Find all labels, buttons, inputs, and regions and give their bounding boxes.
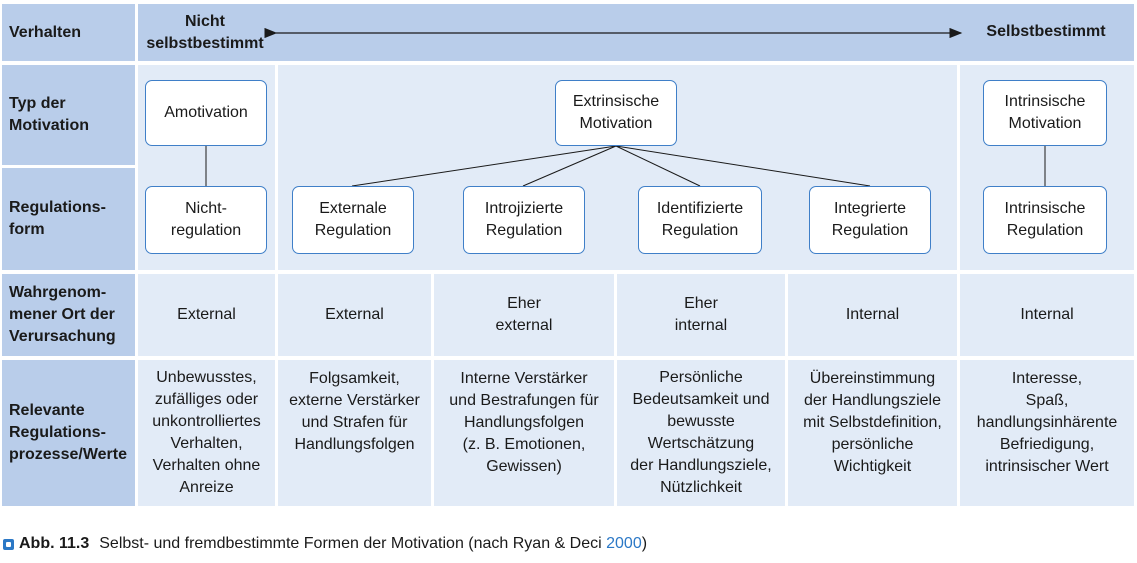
box-integrated-regulation: Integrierte Regulation xyxy=(809,186,931,254)
box-amotivation: Amotivation xyxy=(145,80,267,146)
header-left-end: Nicht selbstbestimmt xyxy=(146,13,264,52)
connector-external xyxy=(351,145,617,187)
caption-square-icon xyxy=(3,538,14,550)
process-cell: Übereinstimmung der Handlungsziele mit S… xyxy=(788,360,957,506)
process-cell: Unbewusstes, zufälliges oder unkontrolli… xyxy=(138,360,275,506)
process-cell: Interne Verstärker und Bestrafungen für … xyxy=(434,360,614,506)
process-cell: Folgsamkeit, externe Verstärker und Stra… xyxy=(278,360,431,506)
locus-cell: Internal xyxy=(960,274,1134,356)
header-right-end: Selbstbestimmt xyxy=(986,23,1106,40)
box-nonregulation: Nicht- regulation xyxy=(145,186,267,254)
header-row-label: Verhalten xyxy=(2,4,135,61)
caption-close: ) xyxy=(641,535,648,552)
caption-label: Abb. 11.3 xyxy=(19,535,90,552)
caption-year-link[interactable]: 2000 xyxy=(606,535,642,552)
box-intrinsic-regulation: Intrinsische Regulation xyxy=(983,186,1107,254)
locus-cell: External xyxy=(138,274,275,356)
box-extrinsic-motivation: Extrinsische Motivation xyxy=(555,80,677,146)
connector-identified xyxy=(615,145,701,187)
figure-caption: Abb. 11.3 Selbst- und fremdbestimmte For… xyxy=(3,535,647,553)
connector-integrated xyxy=(615,145,871,187)
row-label-processes: Relevante Regulations- prozesse/Werte xyxy=(2,360,135,506)
row-label-regulation-form: Regulations- form xyxy=(2,168,135,270)
box-external-regulation: Externale Regulation xyxy=(292,186,414,254)
caption-text: Selbst- und fremdbestimmte Formen der Mo… xyxy=(99,535,607,552)
box-intrinsic-motivation: Intrinsische Motivation xyxy=(983,80,1107,146)
box-introjected-regulation: Introjizierte Regulation xyxy=(463,186,585,254)
process-cell: Persönliche Bedeutsamkeit und bewusste W… xyxy=(617,360,785,506)
process-cell: Interesse, Spaß, handlungsinhärente Befr… xyxy=(960,360,1134,506)
connector-introjected xyxy=(522,145,617,187)
locus-cell: Eher internal xyxy=(617,274,785,356)
locus-cell: Eher external xyxy=(434,274,614,356)
row-label-locus: Wahrgenom- mener Ort der Verursachung xyxy=(2,274,135,356)
box-identified-regulation: Identifizierte Regulation xyxy=(638,186,762,254)
locus-cell: External xyxy=(278,274,431,356)
locus-cell: Internal xyxy=(788,274,957,356)
row-label-motivation-type: Typ der Motivation xyxy=(2,65,135,165)
